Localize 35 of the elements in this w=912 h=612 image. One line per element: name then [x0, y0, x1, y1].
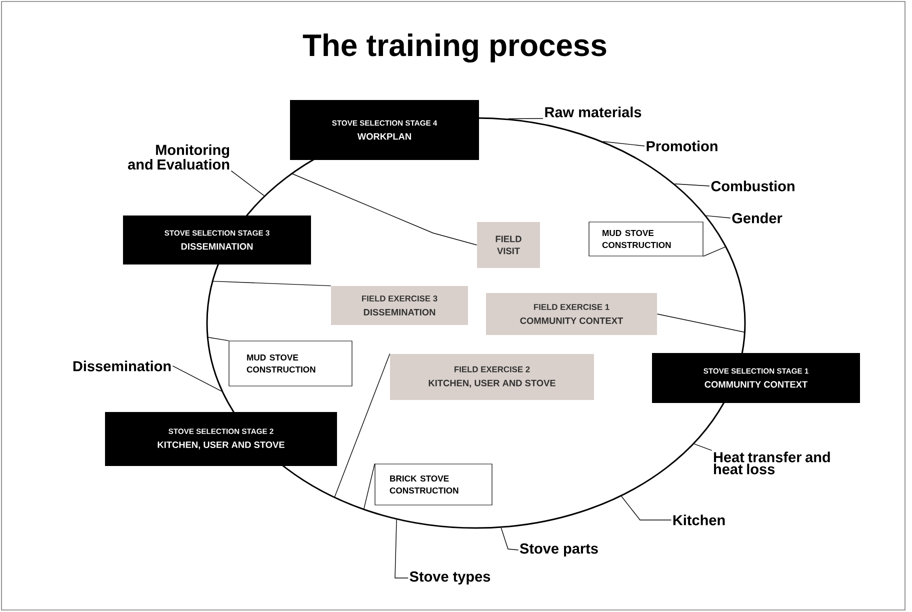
title: The training process	[302, 33, 606, 63]
construction-box: BRICK STOVE CONSTRUCTION	[374, 464, 492, 506]
leader-line	[500, 527, 519, 550]
leader-line	[230, 170, 264, 196]
topic-label: Heat transfer and heat loss	[714, 452, 830, 474]
leader-line	[674, 184, 710, 186]
leader-line	[363, 463, 376, 510]
leader-line	[621, 496, 672, 520]
topic-label: Raw materials	[545, 106, 642, 118]
leader-line	[656, 314, 746, 333]
construction-box: MUD STOVE CONSTRUCTION	[228, 340, 352, 386]
exercise-box: FIELD EXERCISE 1 COMMUNITY CONTEXT	[486, 293, 657, 335]
topic-label: Monitoring and Evaluation	[128, 144, 230, 170]
leader-line	[212, 280, 332, 286]
leader-line	[394, 519, 408, 578]
leader-line	[290, 172, 478, 246]
topic-label: Combustion	[711, 180, 794, 192]
exercise-box: FIELD EXERCISE 3 DISSEMINATION	[331, 286, 468, 325]
exercise-box: FIELD VISIT	[477, 222, 540, 268]
leader-line	[206, 336, 230, 342]
leader-line	[334, 353, 390, 498]
construction-box: MUD STOVE CONSTRUCTION	[588, 222, 704, 256]
topic-label: Stove types	[410, 571, 490, 585]
leader-line	[694, 444, 712, 451]
leader-line	[702, 246, 727, 257]
exercise-box: FIELD EXERCISE 2 KITCHEN, USER AND STOVE	[390, 354, 594, 400]
topic-label: Stove parts	[520, 543, 598, 557]
topic-label: Promotion	[646, 140, 718, 152]
topic-label: Gender	[732, 212, 782, 224]
topic-label: Dissemination	[73, 360, 171, 372]
leader-line	[602, 141, 645, 146]
leader-line	[706, 215, 731, 218]
leader-line	[508, 118, 544, 120]
topic-label: Kitchen	[673, 514, 725, 526]
leader-line	[172, 366, 222, 392]
